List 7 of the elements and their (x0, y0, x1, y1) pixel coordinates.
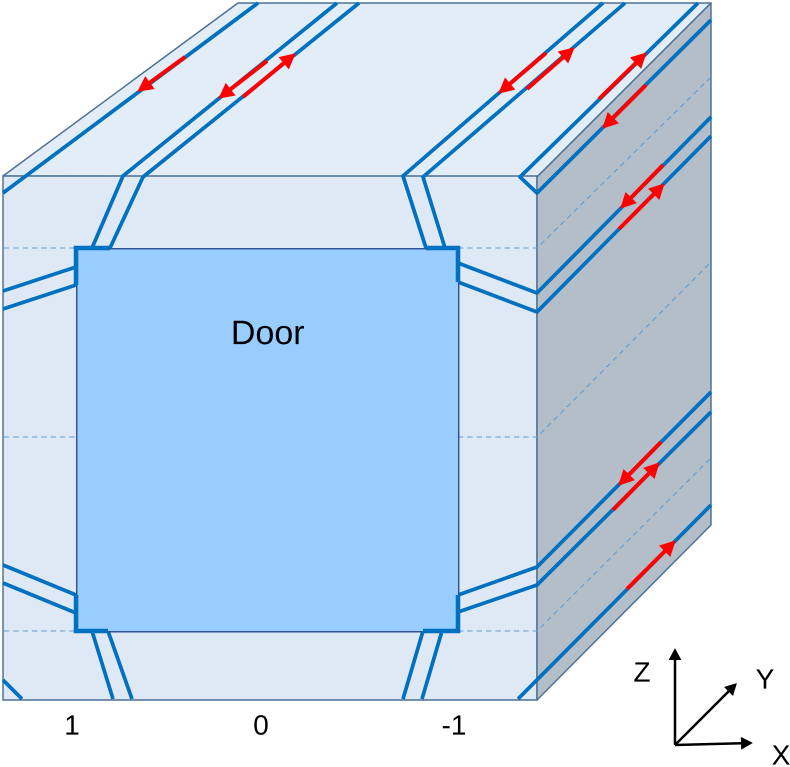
position-label: 1 (66, 715, 78, 735)
axis-label: Y (756, 669, 774, 689)
door-panel: Door (76, 248, 460, 632)
position-label: 0 (254, 715, 268, 735)
position-label: -1 (442, 715, 466, 735)
axis-label: Z (634, 662, 650, 682)
axis-label: X (772, 745, 790, 765)
